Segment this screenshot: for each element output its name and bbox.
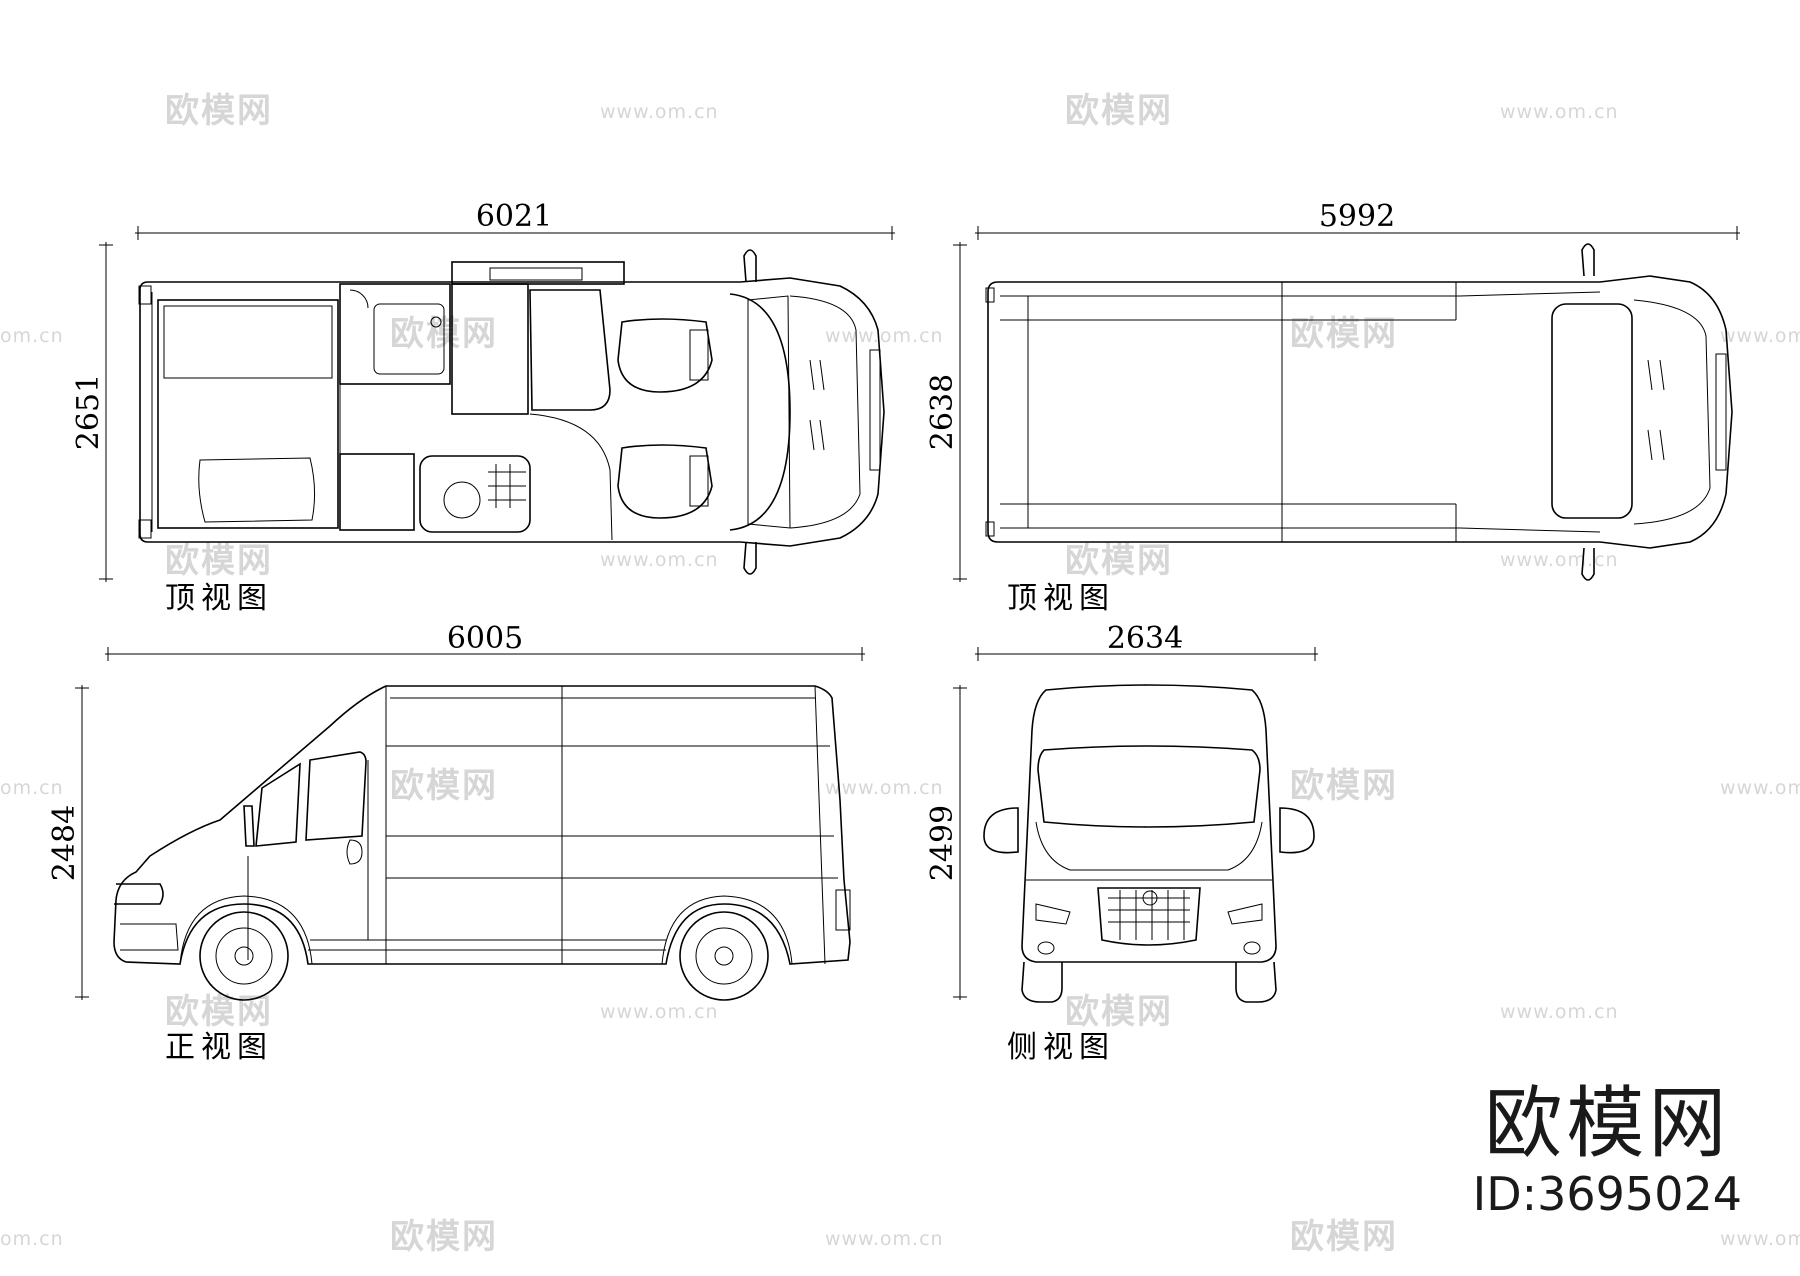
watermark-logo: 欧模网 [1290,314,1398,354]
brand-watermark: 欧模网 ID:3695024 [1473,1085,1742,1217]
watermark-url: om.cn [0,1228,64,1250]
dim-side-view-height: 2484 [47,805,82,881]
watermark-url: www.om.cn [1720,325,1800,347]
watermark-url: www.om.cn [600,1001,719,1023]
dim-front-view-width: 2634 [1107,621,1183,656]
model-id-label: ID:3695024 [1472,1167,1742,1221]
caption-top-view-roof: 顶视图 [1007,581,1115,616]
watermark-url: www.om.cn [825,325,944,347]
dimension-lines [75,226,1740,1000]
watermark-url: om.cn [0,325,64,347]
caption-front-label: 正视图 [165,1030,273,1065]
brand-logo-text: 欧模网 [1484,1079,1731,1169]
watermark-url: www.om.cn [600,549,719,571]
watermark-logo: 欧模网 [390,766,498,806]
dim-roof-view-width: 2638 [925,374,960,450]
van-top-view-interior [138,249,885,575]
watermark-url: www.om.cn [825,777,944,799]
van-side-view [113,685,851,1001]
watermark-url: www.om.cn [1720,777,1800,799]
dim-front-view-height: 2499 [925,805,960,881]
watermark-logo: 欧模网 [1065,91,1173,131]
watermark-layer: 欧模网 www.om.cn 欧模网 www.om.cn om.cn 欧模网 ww… [0,91,1800,1257]
watermark-logo: 欧模网 [1065,992,1173,1032]
watermark-logo: 欧模网 [390,1217,498,1257]
dim-roof-view-length: 5992 [1319,199,1395,234]
watermark-logo: 欧模网 [165,91,273,131]
watermark-logo: 欧模网 [1065,541,1173,581]
caption-top-view-interior: 顶视图 [165,581,273,616]
watermark-url: www.om.cn [1500,1001,1619,1023]
watermark-url: www.om.cn [825,1228,944,1250]
watermark-url: www.om.cn [1720,1228,1800,1250]
van-top-view-roof [985,243,1733,581]
watermark-url: www.om.cn [1500,549,1619,571]
caption-side-label: 侧视图 [1007,1030,1115,1065]
watermark-url: om.cn [0,777,64,799]
watermark-logo: 欧模网 [165,541,273,581]
watermark-logo: 欧模网 [1290,1217,1398,1257]
watermark-url: www.om.cn [600,101,719,123]
watermark-logo: 欧模网 [390,314,498,354]
dim-top-view-length: 6021 [476,199,552,234]
watermark-url: www.om.cn [1500,101,1619,123]
dim-top-view-width: 2651 [71,374,106,450]
van-front-view [983,684,1315,1003]
watermark-logo: 欧模网 [1290,766,1398,806]
dim-side-view-length: 6005 [447,621,523,656]
